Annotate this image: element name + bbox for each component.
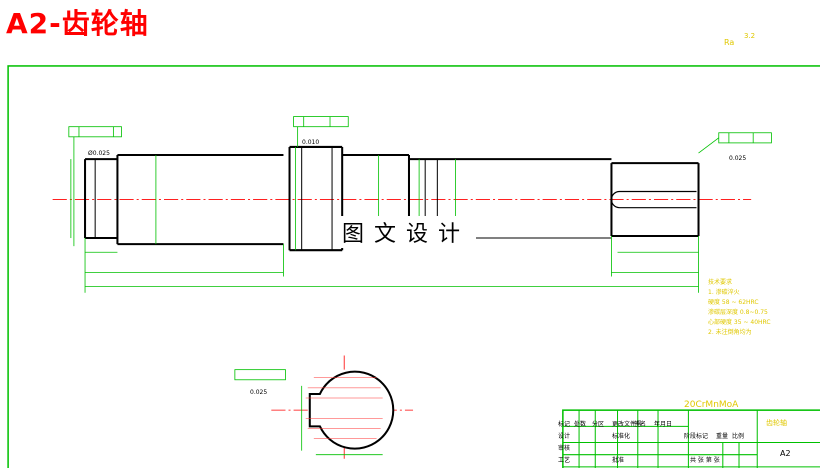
material-label: 20CrMnMoA xyxy=(684,400,739,410)
tb-change: 更改文件号 xyxy=(612,421,643,428)
tb-process: 工艺 xyxy=(558,457,571,464)
tolerance-frame-3 xyxy=(698,132,772,154)
shaft-outline xyxy=(84,145,700,252)
part-name-label: 齿轮轴 xyxy=(766,419,787,427)
tech-line: 渗碳层深度 0.8~0.75 xyxy=(708,309,768,316)
tech-line: 硬度 58 ~ 62HRC xyxy=(708,299,759,306)
tolerance-frame-4-value: 0.025 xyxy=(250,389,268,396)
tb-sign: 签名 xyxy=(634,421,647,428)
tolerance-frame-1 xyxy=(68,126,122,247)
tb-weight: 重量 xyxy=(716,433,729,440)
tb-approve: 批准 xyxy=(612,457,625,464)
page-title: A2-齿轮轴 xyxy=(6,7,149,40)
tolerance-frame-3-value: 0.025 xyxy=(729,155,747,162)
tech-line: 心部硬度 35 ~ 40HRC xyxy=(708,319,771,326)
tolerance-frame-1-value: Ø0.025 xyxy=(88,150,110,157)
tb-standard: 标准化 xyxy=(612,433,631,440)
tb-sheet: 共 张 第 张 xyxy=(690,457,720,464)
roughness-symbol: Ra xyxy=(724,38,735,47)
tb-zone: 分区 xyxy=(592,421,605,428)
border xyxy=(7,65,820,468)
tech-line: 技术要求 xyxy=(708,279,733,286)
roughness-value: 3.2 xyxy=(744,32,756,40)
tb-ratio: 比例 xyxy=(732,433,745,440)
tech-line: 1. 渗碳淬火 xyxy=(708,289,740,296)
tolerance-frame-2-value: 0.010 xyxy=(302,139,320,146)
title-block xyxy=(562,409,820,468)
tb-count: 处数 xyxy=(574,421,587,428)
watermark: 图文设计 xyxy=(336,216,477,248)
section-view xyxy=(234,355,414,461)
dimension-lines xyxy=(70,146,699,293)
tb-mark: 标记 xyxy=(558,421,571,428)
tech-requirements: 技术要求 1. 渗碳淬火 硬度 58 ~ 62HRC 渗碳层深度 0.8~0.7… xyxy=(708,278,771,338)
drawing-number: A2 xyxy=(780,449,791,458)
tolerance-frame-2 xyxy=(293,116,349,147)
tb-date: 年月日 xyxy=(654,421,673,428)
tb-design: 设计 xyxy=(558,433,571,440)
tb-review: 审核 xyxy=(558,445,571,452)
tb-stage: 阶段标记 xyxy=(684,433,709,440)
tech-line: 2. 未注倒角均为 xyxy=(708,329,752,336)
